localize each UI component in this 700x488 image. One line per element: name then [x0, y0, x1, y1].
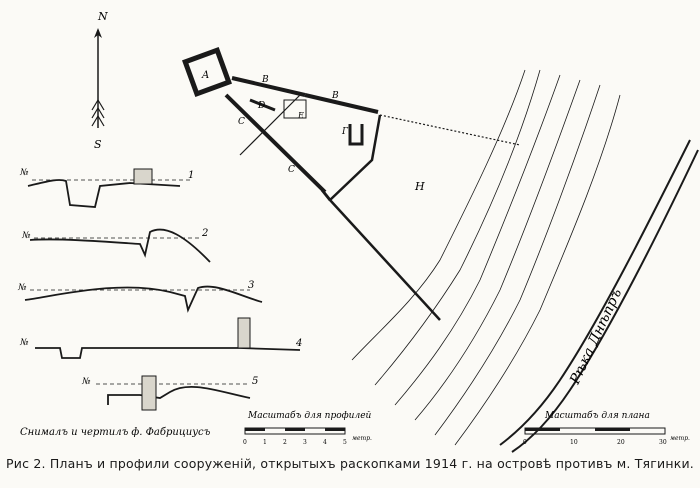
profile-5-ground — [107, 385, 251, 405]
plan-scale-tick-1: 10 — [570, 439, 578, 446]
river-label: Рѣка Днѣпръ — [567, 286, 626, 387]
profile-3-marker: № — [17, 283, 27, 293]
enclosure-h-corner — [320, 189, 332, 201]
wall-d — [249, 98, 276, 112]
profile-2: № 2 — [21, 228, 211, 263]
plan-scale-tick-0: 0 — [523, 439, 527, 446]
plan-label-e: E — [297, 111, 304, 120]
wall-c — [224, 93, 327, 194]
plan-label-g: Г — [341, 127, 349, 137]
plan-label-c: C — [238, 117, 245, 127]
profile-4-ground — [35, 347, 301, 359]
profile-scale-tick-2: 2 — [283, 439, 287, 446]
profile-2-number: 2 — [201, 228, 208, 239]
terrain-contours — [351, 69, 621, 446]
plan-scale-tick-2: 20 — [617, 439, 625, 446]
profile-scale-tick-4: 4 — [323, 439, 327, 446]
plan-scale-unit: метр. — [670, 435, 690, 442]
plan-label-h: Н — [414, 180, 425, 193]
profile-5-marker: № — [81, 377, 91, 387]
plan-label-a: A — [201, 70, 209, 81]
profile-5-wall-block — [141, 375, 157, 411]
plan-label-b: B — [261, 75, 269, 85]
enclosure-h-north-wall — [379, 114, 521, 146]
surveyor-credit: Снималъ и чертилъ ф. Фабрициусъ — [20, 427, 211, 438]
profile-3-ground — [24, 285, 263, 313]
profile-3: № 3 — [17, 280, 263, 313]
plan-label-d: D — [257, 101, 265, 111]
river-bank-west — [499, 139, 691, 446]
profile-4-marker: № — [19, 338, 29, 348]
profile-scale-tick-0: 0 — [243, 439, 247, 446]
profile-scale-title: Масштабъ для профилей — [247, 410, 372, 421]
plan-scale-title: Масштабъ для плана — [544, 410, 650, 421]
river-bank-east — [511, 149, 699, 453]
profile-1: № 1 — [19, 168, 194, 208]
site-plan: A B B C D C E Г Н — [182, 47, 699, 453]
profile-4: № 4 — [19, 317, 302, 359]
profile-scale-tick-3: 3 — [303, 439, 307, 446]
profile-2-ground — [29, 228, 211, 263]
structure-e — [283, 99, 307, 119]
profile-1-number: 1 — [188, 170, 194, 181]
profile-4-wall-block — [237, 317, 251, 349]
profile-section-line — [239, 94, 301, 156]
profile-1-ground — [27, 179, 181, 208]
profile-scale-tick-5: 5 — [343, 439, 347, 446]
plan-label-c2: C — [288, 165, 295, 175]
enclosure-h-west-wall — [328, 114, 441, 321]
profile-scale: Масштабъ для профилей 0 1 2 3 4 5 метр. — [243, 410, 372, 446]
wall-b — [231, 76, 306, 97]
profile-4-number: 4 — [295, 338, 302, 349]
profile-1-marker: № — [19, 168, 29, 178]
profile-scale-unit: метр. — [352, 435, 372, 442]
structure-g — [348, 124, 364, 146]
compass-south-label: S — [94, 138, 102, 151]
wall-b-east — [304, 93, 379, 114]
compass: N S — [91, 10, 108, 151]
plan-scale-tick-3: 30 — [659, 439, 667, 446]
profile-3-number: 3 — [248, 280, 254, 291]
profile-5: № 5 — [81, 375, 258, 411]
compass-fletching-icon — [91, 99, 105, 127]
plan-label-b2: B — [331, 91, 339, 101]
structure-a — [182, 47, 232, 97]
profile-scale-tick-1: 1 — [263, 439, 267, 446]
profile-1-wall-block — [133, 168, 153, 185]
profile-2-marker: № — [21, 231, 31, 241]
plan-scale: Масштабъ для плана 0 10 20 30 метр. — [523, 410, 690, 446]
figure-caption: Рис 2. Планъ и профили сооруженій, откры… — [6, 456, 694, 471]
profile-5-number: 5 — [252, 376, 258, 387]
compass-north-label: N — [97, 10, 108, 23]
